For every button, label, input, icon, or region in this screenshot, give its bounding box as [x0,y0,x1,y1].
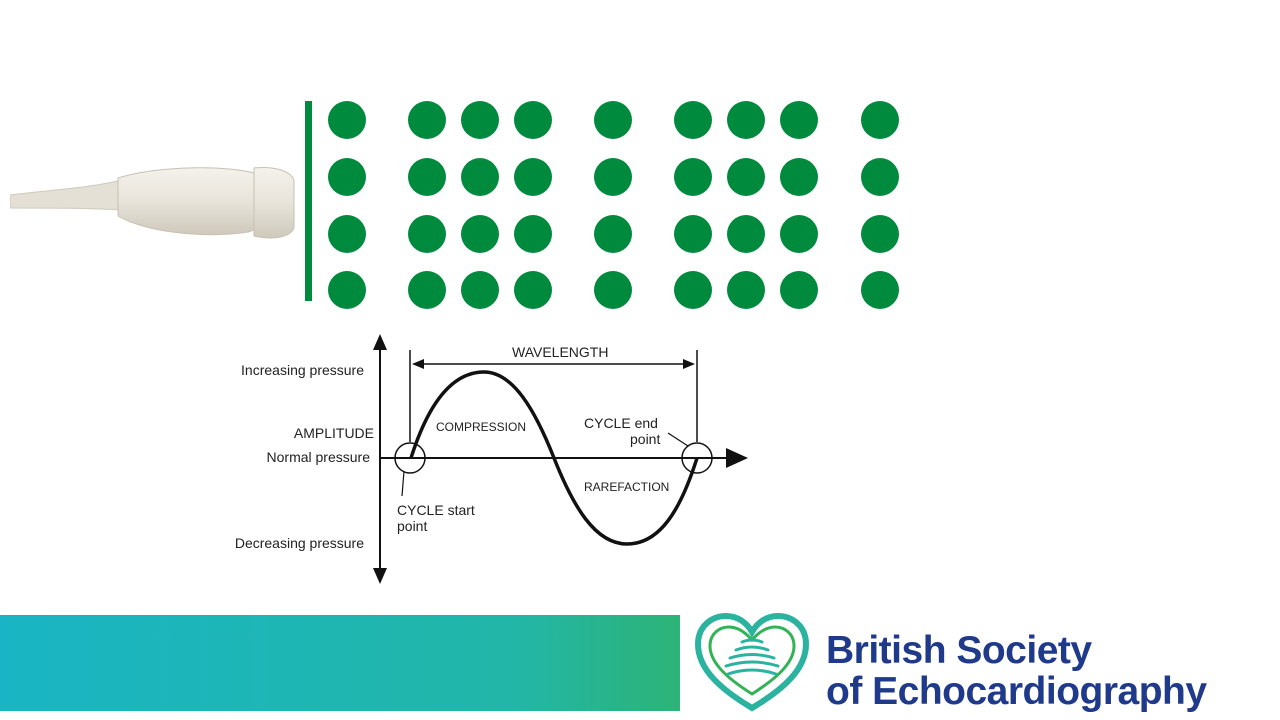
particle-dot [514,215,552,253]
cycle-end-label-line2: point [630,431,660,447]
vertical-axis-bottom-arrow [373,568,387,584]
particle-dot [780,215,818,253]
particle-dot [594,271,632,309]
particle-dot [328,271,366,309]
particle-dot [594,101,632,139]
sound-wave-diagram: WAVELENGTH Increasing pressure AMPLITUDE… [235,334,748,584]
particle-dot [674,158,712,196]
cycle-start-label-line1: CYCLE start [397,502,475,518]
particle-dot [861,215,899,253]
wavelength-label: WAVELENGTH [512,344,608,360]
footer-bottom-strip [0,711,1280,720]
particle-dot [674,215,712,253]
heart-echo-icon [694,612,810,712]
particle-dot [514,271,552,309]
particle-dot [408,271,446,309]
ultrasound-probe-image [10,167,295,239]
particle-dot [861,271,899,309]
particle-dot [461,158,499,196]
particle-dot [514,101,552,139]
particle-dot [727,101,765,139]
transducer-face-line [305,101,312,301]
particle-dot [780,158,818,196]
particle-dot [674,271,712,309]
particle-dot [408,101,446,139]
cycle-end-leader [667,432,689,447]
rarefaction-label: RAREFACTION [584,480,669,494]
particle-dot [727,215,765,253]
particle-dot [780,101,818,139]
cycle-start-leader [401,470,405,497]
vertical-axis-top-arrow [373,334,387,350]
cycle-end-circle [681,442,713,474]
particle-dot [861,158,899,196]
increasing-pressure-label: Increasing pressure [241,362,364,378]
normal-pressure-label: Normal pressure [267,449,371,465]
horizontal-axis-arrow [726,448,748,468]
cycle-start-label-line2: point [397,518,427,534]
cycle-end-label-line1: CYCLE end [584,415,658,431]
particle-dot [328,158,366,196]
decreasing-pressure-label: Decreasing pressure [235,535,364,551]
particle-dot [514,158,552,196]
particle-dot [674,101,712,139]
particle-dot [727,271,765,309]
amplitude-label: AMPLITUDE [294,425,374,441]
particle-dot [328,215,366,253]
particle-dot [780,271,818,309]
particle-dot [727,158,765,196]
particle-dot [408,158,446,196]
cycle-start-circle [394,442,426,474]
sine-wave [409,370,699,546]
particle-dot [328,101,366,139]
logo-text-line1: British Society [826,629,1092,672]
particle-dot [461,271,499,309]
compression-label: COMPRESSION [436,420,526,434]
particle-dot [408,215,446,253]
particle-dot [461,101,499,139]
particle-dot [594,215,632,253]
particle-dot [861,101,899,139]
particle-dot [594,158,632,196]
particle-dot [461,215,499,253]
logo-text-line2: of Echocardiography [826,670,1207,713]
